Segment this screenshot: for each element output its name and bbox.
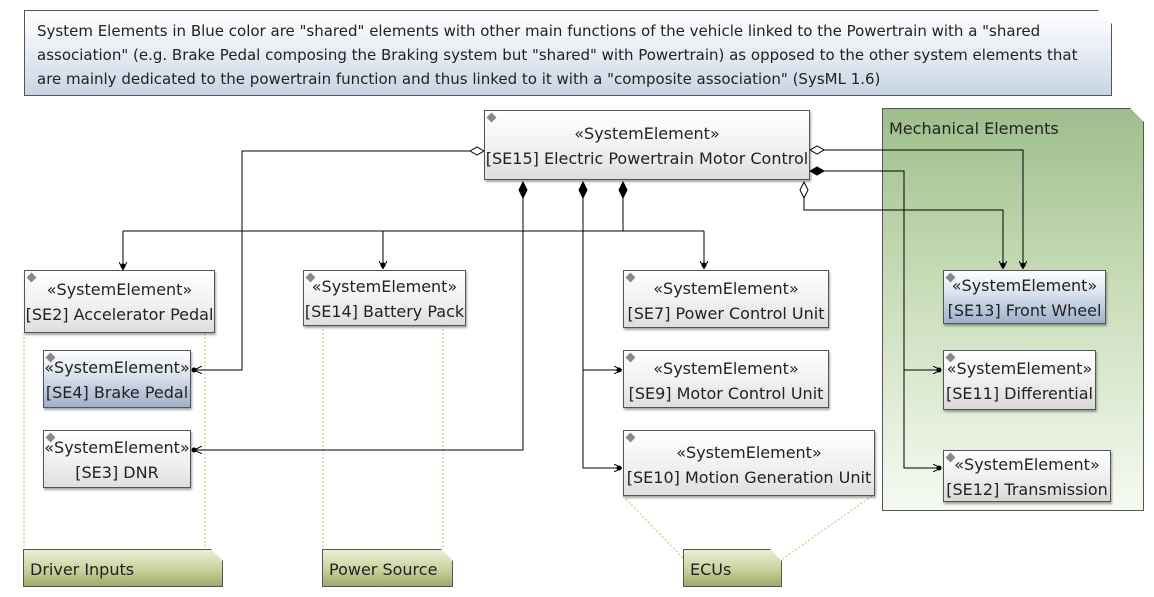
composite-diamond bbox=[518, 180, 528, 200]
package-links bbox=[23, 325, 873, 561]
system-element-se9[interactable]: «SystemElement» [SE9] Motor Control Unit bbox=[623, 350, 829, 408]
association-se15-se13[interactable] bbox=[810, 149, 1023, 268]
composite-diamond bbox=[578, 180, 588, 200]
system-element-se7[interactable]: «SystemElement» [SE7] Power Control Unit bbox=[623, 270, 829, 328]
stereotype-label: «SystemElement» bbox=[574, 124, 720, 143]
element-name: [SE2] Accelerator Pedal bbox=[25, 305, 214, 324]
element-name: [SE14] Battery Pack bbox=[304, 302, 465, 321]
composite-diamond bbox=[618, 180, 628, 200]
package-driver-inputs[interactable]: Driver Inputs bbox=[23, 549, 223, 587]
shared-diamond bbox=[808, 145, 826, 155]
endpoint-dots bbox=[120, 262, 1026, 471]
note-text: System Elements in Blue color are "share… bbox=[37, 22, 1078, 88]
stereotype-label: «SystemElement» bbox=[653, 359, 799, 378]
stereotype-label: «SystemElement» bbox=[946, 359, 1093, 378]
association-se15-se4[interactable] bbox=[195, 150, 484, 370]
stereotype-label: «SystemElement» bbox=[653, 279, 799, 298]
element-name: [SE9] Motor Control Unit bbox=[628, 384, 824, 403]
system-element-se11[interactable]: «SystemElement» [SE11] Differential bbox=[943, 350, 1096, 410]
element-name: [SE12] Transmission bbox=[946, 480, 1108, 499]
system-element-se12[interactable]: «SystemElement» [SE12] Transmission bbox=[943, 450, 1111, 502]
explanatory-note: System Elements in Blue color are "share… bbox=[24, 10, 1112, 96]
element-name: [SE15] Electric Powertrain Motor Control bbox=[485, 149, 809, 168]
composite-diamond bbox=[808, 166, 826, 176]
stereotype-label: «SystemElement» bbox=[954, 455, 1100, 474]
system-element-se2[interactable]: «SystemElement» [SE2] Accelerator Pedal bbox=[24, 270, 215, 333]
stereotype-label: «SystemElement» bbox=[46, 280, 193, 299]
association-se15-se10[interactable] bbox=[582, 183, 621, 468]
stereotype-label: «SystemElement» bbox=[676, 443, 822, 462]
package-link bbox=[622, 495, 686, 561]
package-label: Driver Inputs bbox=[30, 560, 135, 579]
stereotype-label: «SystemElement» bbox=[44, 358, 190, 377]
shared-diamond bbox=[468, 146, 486, 156]
system-element-se14[interactable]: «SystemElement» [SE14] Battery Pack bbox=[303, 270, 466, 326]
stereotype-label: «SystemElement» bbox=[311, 277, 458, 296]
system-element-se13[interactable]: «SystemElement» [SE13] Front Wheel bbox=[943, 270, 1106, 324]
system-element-se4[interactable]: «SystemElement» [SE4] Brake Pedal bbox=[43, 350, 191, 408]
shared-diamond bbox=[799, 180, 809, 200]
package-ecus[interactable]: ECUs bbox=[683, 549, 782, 587]
element-name: [SE4] Brake Pedal bbox=[45, 383, 189, 402]
stereotype-label: «SystemElement» bbox=[951, 276, 1098, 295]
element-name: [SE3] DNR bbox=[75, 463, 159, 482]
stereotype-label: «SystemElement» bbox=[44, 438, 190, 457]
association-se15-se12[interactable] bbox=[810, 170, 940, 468]
package-label: Power Source bbox=[329, 560, 438, 579]
association-se15-se3[interactable] bbox=[195, 183, 524, 450]
element-name: [SE10] Motion Generation Unit bbox=[626, 468, 872, 487]
system-element-se10[interactable]: «SystemElement» [SE10] Motion Generation… bbox=[623, 430, 875, 496]
element-name: [SE13] Front Wheel bbox=[947, 301, 1102, 320]
element-name: [SE11] Differential bbox=[945, 384, 1093, 403]
package-power-source[interactable]: Power Source bbox=[322, 549, 453, 587]
system-element-se3[interactable]: «SystemElement» [SE3] DNR bbox=[43, 430, 191, 488]
group-title: Mechanical Elements bbox=[889, 119, 1059, 138]
element-name: [SE7] Power Control Unit bbox=[627, 304, 825, 323]
package-label: ECUs bbox=[690, 560, 732, 579]
system-element-se15[interactable]: «SystemElement» [SE15] Electric Powertra… bbox=[484, 110, 810, 180]
package-link bbox=[780, 495, 873, 561]
